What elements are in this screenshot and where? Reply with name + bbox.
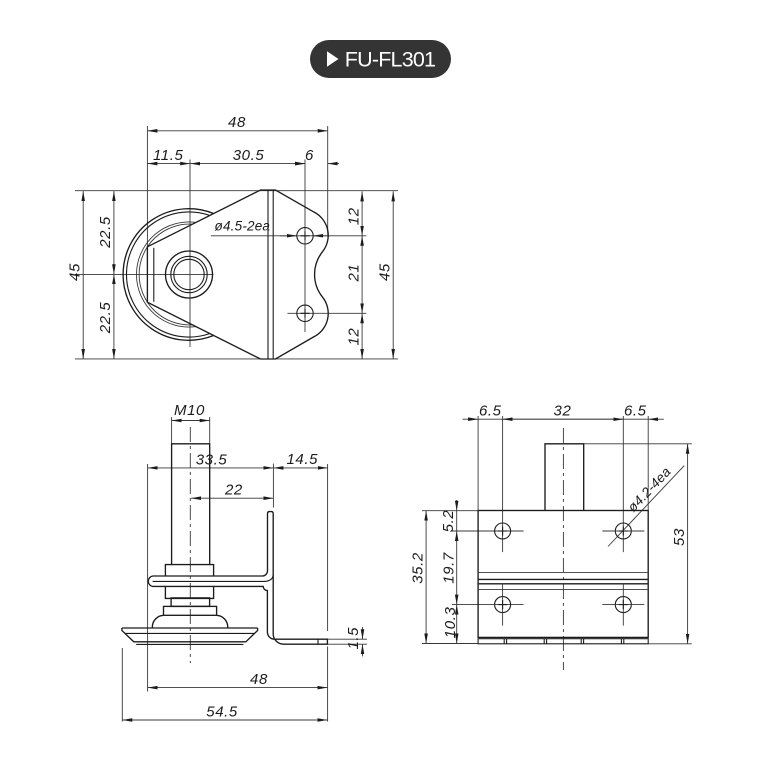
svg-text:12: 12 bbox=[345, 328, 362, 346]
svg-text:10.3: 10.3 bbox=[442, 607, 459, 639]
svg-text:6.5: 6.5 bbox=[624, 403, 647, 420]
svg-text:45: 45 bbox=[66, 263, 83, 281]
svg-text:48: 48 bbox=[250, 671, 268, 688]
svg-text:ø4.2-4ea: ø4.2-4ea bbox=[625, 464, 674, 515]
svg-text:ø4.5-2ea: ø4.5-2ea bbox=[215, 218, 271, 233]
svg-text:19.7: 19.7 bbox=[441, 552, 458, 584]
svg-text:M10: M10 bbox=[174, 402, 205, 419]
svg-text:35.2: 35.2 bbox=[409, 552, 426, 584]
svg-text:5.2: 5.2 bbox=[440, 510, 457, 533]
svg-text:30.5: 30.5 bbox=[233, 147, 265, 164]
svg-text:6.5: 6.5 bbox=[479, 403, 502, 420]
svg-text:33.5: 33.5 bbox=[196, 451, 228, 468]
svg-text:45: 45 bbox=[376, 263, 393, 281]
svg-text:32: 32 bbox=[554, 403, 572, 420]
svg-text:21: 21 bbox=[345, 264, 362, 283]
svg-text:12: 12 bbox=[345, 207, 362, 225]
svg-text:53: 53 bbox=[671, 528, 688, 546]
svg-text:6: 6 bbox=[305, 147, 314, 164]
svg-text:22.5: 22.5 bbox=[97, 216, 114, 249]
svg-text:22.5: 22.5 bbox=[97, 302, 114, 335]
svg-text:54.5: 54.5 bbox=[206, 703, 238, 720]
svg-text:14.5: 14.5 bbox=[286, 451, 318, 468]
svg-text:11.5: 11.5 bbox=[153, 147, 184, 164]
svg-text:48: 48 bbox=[228, 114, 246, 131]
svg-text:22: 22 bbox=[224, 482, 243, 499]
svg-text:1.5: 1.5 bbox=[345, 627, 362, 650]
svg-text:FU-FL301: FU-FL301 bbox=[345, 48, 435, 72]
